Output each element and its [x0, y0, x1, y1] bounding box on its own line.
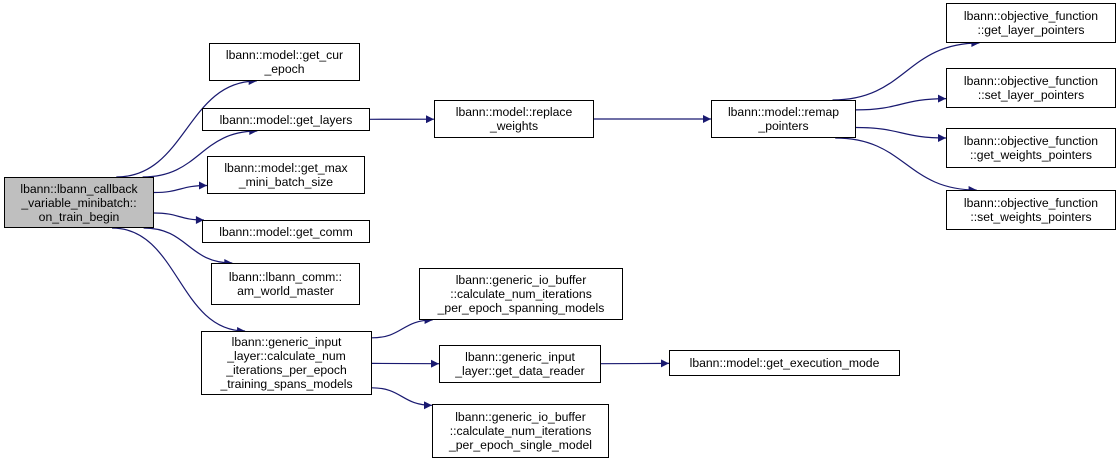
- node-of-set-layer-pointers[interactable]: lbann::objective_function::set_layer_poi…: [946, 68, 1116, 108]
- node-replace-weights[interactable]: lbann::model::replace_weights: [434, 100, 594, 138]
- node-label-line: _epoch: [264, 62, 305, 76]
- node-io-single-model[interactable]: lbann::generic_io_buffer::calculate_num_…: [432, 404, 609, 458]
- edge-root-to-get-max-mini-batch-size: [153, 181, 208, 194]
- node-calc-spans-models[interactable]: lbann::generic_input_layer::calculate_nu…: [201, 331, 372, 395]
- node-label-line: lbann::model::get_layers: [219, 112, 353, 127]
- node-label-line: lbann::generic_io_buffer: [455, 410, 586, 424]
- edge-root-to-get-comm: [153, 212, 204, 224]
- node-get-data-reader[interactable]: lbann::generic_input_layer::get_data_rea…: [439, 345, 601, 383]
- edge-calc-spans-models-to-io-single-model: [371, 387, 433, 410]
- edge-root-to-get-cur-epoch: [116, 77, 257, 178]
- node-label-line: _iterations_per_epoch: [226, 363, 347, 377]
- node-label-line: ::calculate_num_iterations: [449, 424, 592, 438]
- node-label-line: lbann::generic_input: [231, 335, 342, 349]
- node-label-line: ::get_layer_pointers: [977, 23, 1085, 37]
- node-label-line: lbann::model::get_cur: [225, 48, 344, 62]
- node-label-line: _training_spans_models: [220, 377, 353, 391]
- edge-calc-spans-models-to-io-spanning-models: [371, 316, 433, 339]
- node-label-line: lbann::model::get_execution_mode: [689, 356, 880, 370]
- node-label-line: _variable_minibatch::: [21, 195, 137, 210]
- node-get-max-mini-batch-size[interactable]: lbann::model::get_max_mini_batch_size: [207, 156, 365, 194]
- node-label-line: _weights: [489, 119, 539, 133]
- node-get-layers[interactable]: lbann::model::get_layers: [202, 108, 370, 131]
- node-label-line: lbann::model::remap: [727, 105, 840, 119]
- node-label-line: lbann::generic_io_buffer: [455, 273, 587, 287]
- node-label-line: lbann::lbann_callback: [20, 181, 138, 196]
- node-get-execution-mode[interactable]: lbann::model::get_execution_mode: [669, 350, 900, 376]
- node-label-line: ::set_layer_pointers: [977, 88, 1085, 102]
- node-label-line: am_world_master: [237, 284, 334, 298]
- node-label-line: lbann::objective_function: [963, 74, 1099, 88]
- node-get-cur-epoch[interactable]: lbann::model::get_cur_epoch: [209, 43, 360, 81]
- edge-root-to-am-world-master: [143, 227, 233, 267]
- node-label-line: ::set_weights_pointers: [970, 210, 1092, 224]
- node-label-line: _layer::get_data_reader: [455, 364, 585, 378]
- node-label-line: lbann::lbann_comm::: [228, 270, 343, 284]
- node-label-line: _layer::calculate_num: [227, 349, 346, 363]
- node-remap-pointers[interactable]: lbann::model::remap_pointers: [711, 100, 856, 138]
- edge-remap-pointers-to-of-get-weights-pointers: [855, 126, 947, 142]
- node-label-line: lbann::model::replace: [455, 105, 573, 119]
- node-of-get-layer-pointers[interactable]: lbann::objective_function::get_layer_poi…: [946, 3, 1116, 43]
- node-label-line: _pointers: [758, 119, 809, 133]
- node-label-line: lbann::model::get_comm: [219, 224, 353, 239]
- node-label-line: lbann::objective_function: [963, 134, 1099, 148]
- node-label-line: lbann::objective_function: [963, 196, 1099, 210]
- node-label-line: _per_epoch_single_model: [449, 438, 592, 452]
- node-label-line: ::calculate_num_iterations: [450, 287, 592, 301]
- node-am-world-master[interactable]: lbann::lbann_comm::am_world_master: [211, 263, 360, 305]
- node-label-line: lbann::objective_function: [963, 9, 1099, 23]
- node-label-line: lbann::model::get_max: [224, 161, 348, 175]
- node-io-spanning-models[interactable]: lbann::generic_io_buffer::calculate_num_…: [419, 268, 623, 320]
- node-of-get-weights-pointers[interactable]: lbann::objective_function::get_weights_p…: [946, 128, 1116, 168]
- node-of-set-weights-pointers[interactable]: lbann::objective_function::set_weights_p…: [946, 190, 1116, 230]
- node-label-line: lbann::generic_input: [465, 350, 575, 364]
- node-label-line: ::get_weights_pointers: [970, 148, 1092, 162]
- edge-root-to-get-layers: [142, 127, 258, 178]
- edge-remap-pointers-to-of-set-layer-pointers: [855, 94, 947, 111]
- node-label-line: on_train_begin: [38, 209, 120, 224]
- edge-root-to-calc-spans-models: [111, 227, 246, 335]
- edge-remap-pointers-to-of-get-layer-pointers: [832, 39, 980, 101]
- node-label-line: _per_epoch_spanning_models: [437, 301, 605, 315]
- node-root[interactable]: lbann::lbann_callback_variable_minibatch…: [4, 177, 154, 228]
- node-label-line: _mini_batch_size: [238, 175, 334, 189]
- node-get-comm[interactable]: lbann::model::get_comm: [202, 220, 370, 243]
- edge-remap-pointers-to-of-set-weights-pointers: [835, 137, 977, 194]
